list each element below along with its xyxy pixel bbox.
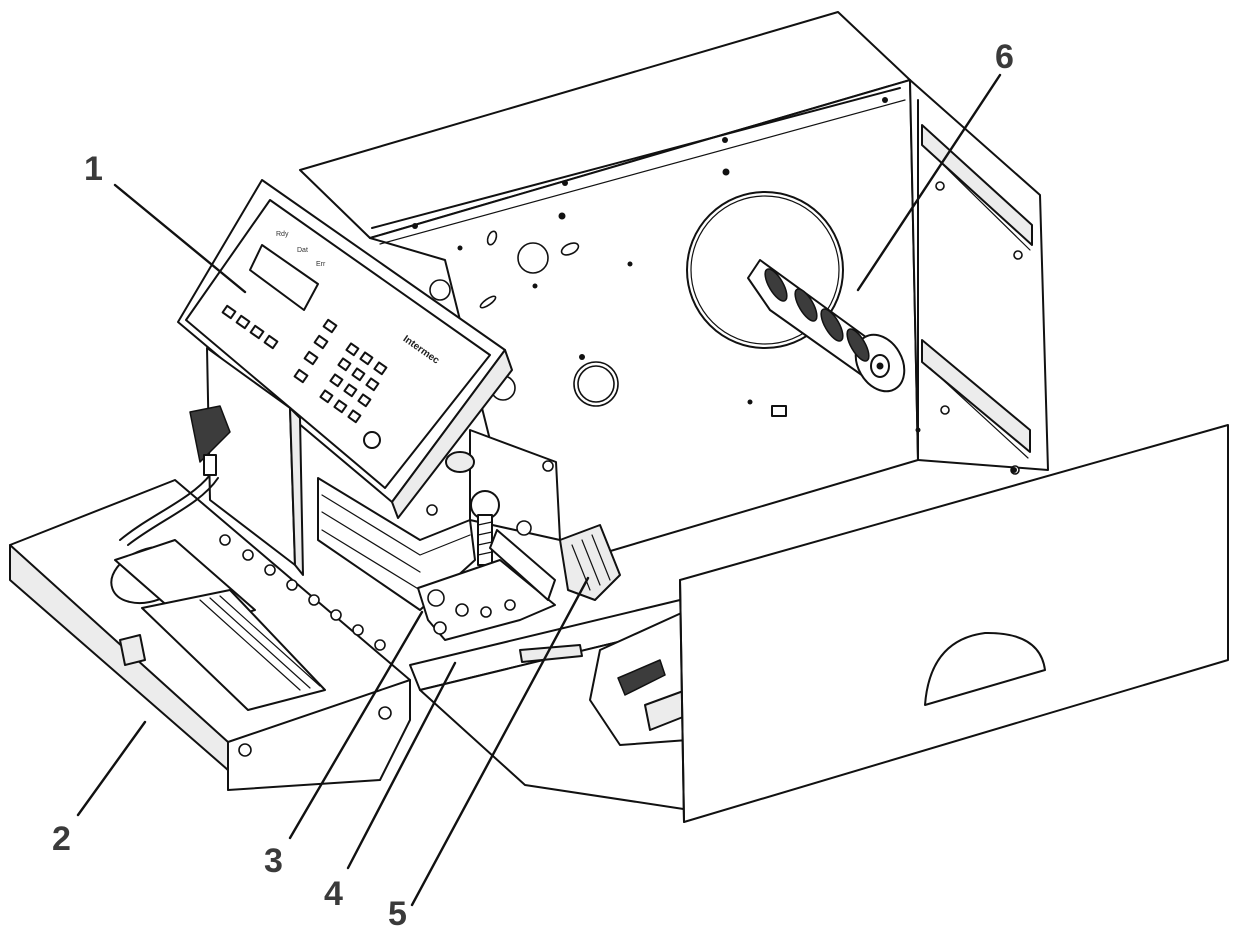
callout-4: 4 (324, 875, 343, 913)
callout-leaders (76, 73, 1002, 907)
cabinet-back-wall (299, 11, 1049, 561)
leader-2 (76, 720, 147, 817)
callout-3: 3 (264, 842, 283, 880)
callout-labels: 1 2 3 4 5 6 (52, 38, 1014, 931)
control-panel: Rdy Dat Err Intermec (177, 179, 513, 519)
leader-4 (346, 661, 457, 870)
callout-2: 2 (52, 820, 71, 858)
callout-1: 1 (84, 150, 103, 188)
leader-5 (410, 576, 590, 907)
callout-5: 5 (388, 895, 407, 931)
printhead-mechanism (189, 347, 621, 641)
tear-bar-assembly (9, 474, 411, 791)
base-plate (409, 599, 691, 811)
svg-text:Dat: Dat (297, 247, 308, 254)
svg-text:Err: Err (316, 261, 326, 268)
leader-3 (288, 610, 424, 840)
ribbon-spindle (686, 191, 906, 393)
callout-6: 6 (995, 38, 1014, 76)
leader-1 (113, 183, 247, 294)
svg-text:Rdy: Rdy (276, 231, 289, 238)
front-door (679, 424, 1229, 823)
leader-6 (856, 73, 1002, 292)
